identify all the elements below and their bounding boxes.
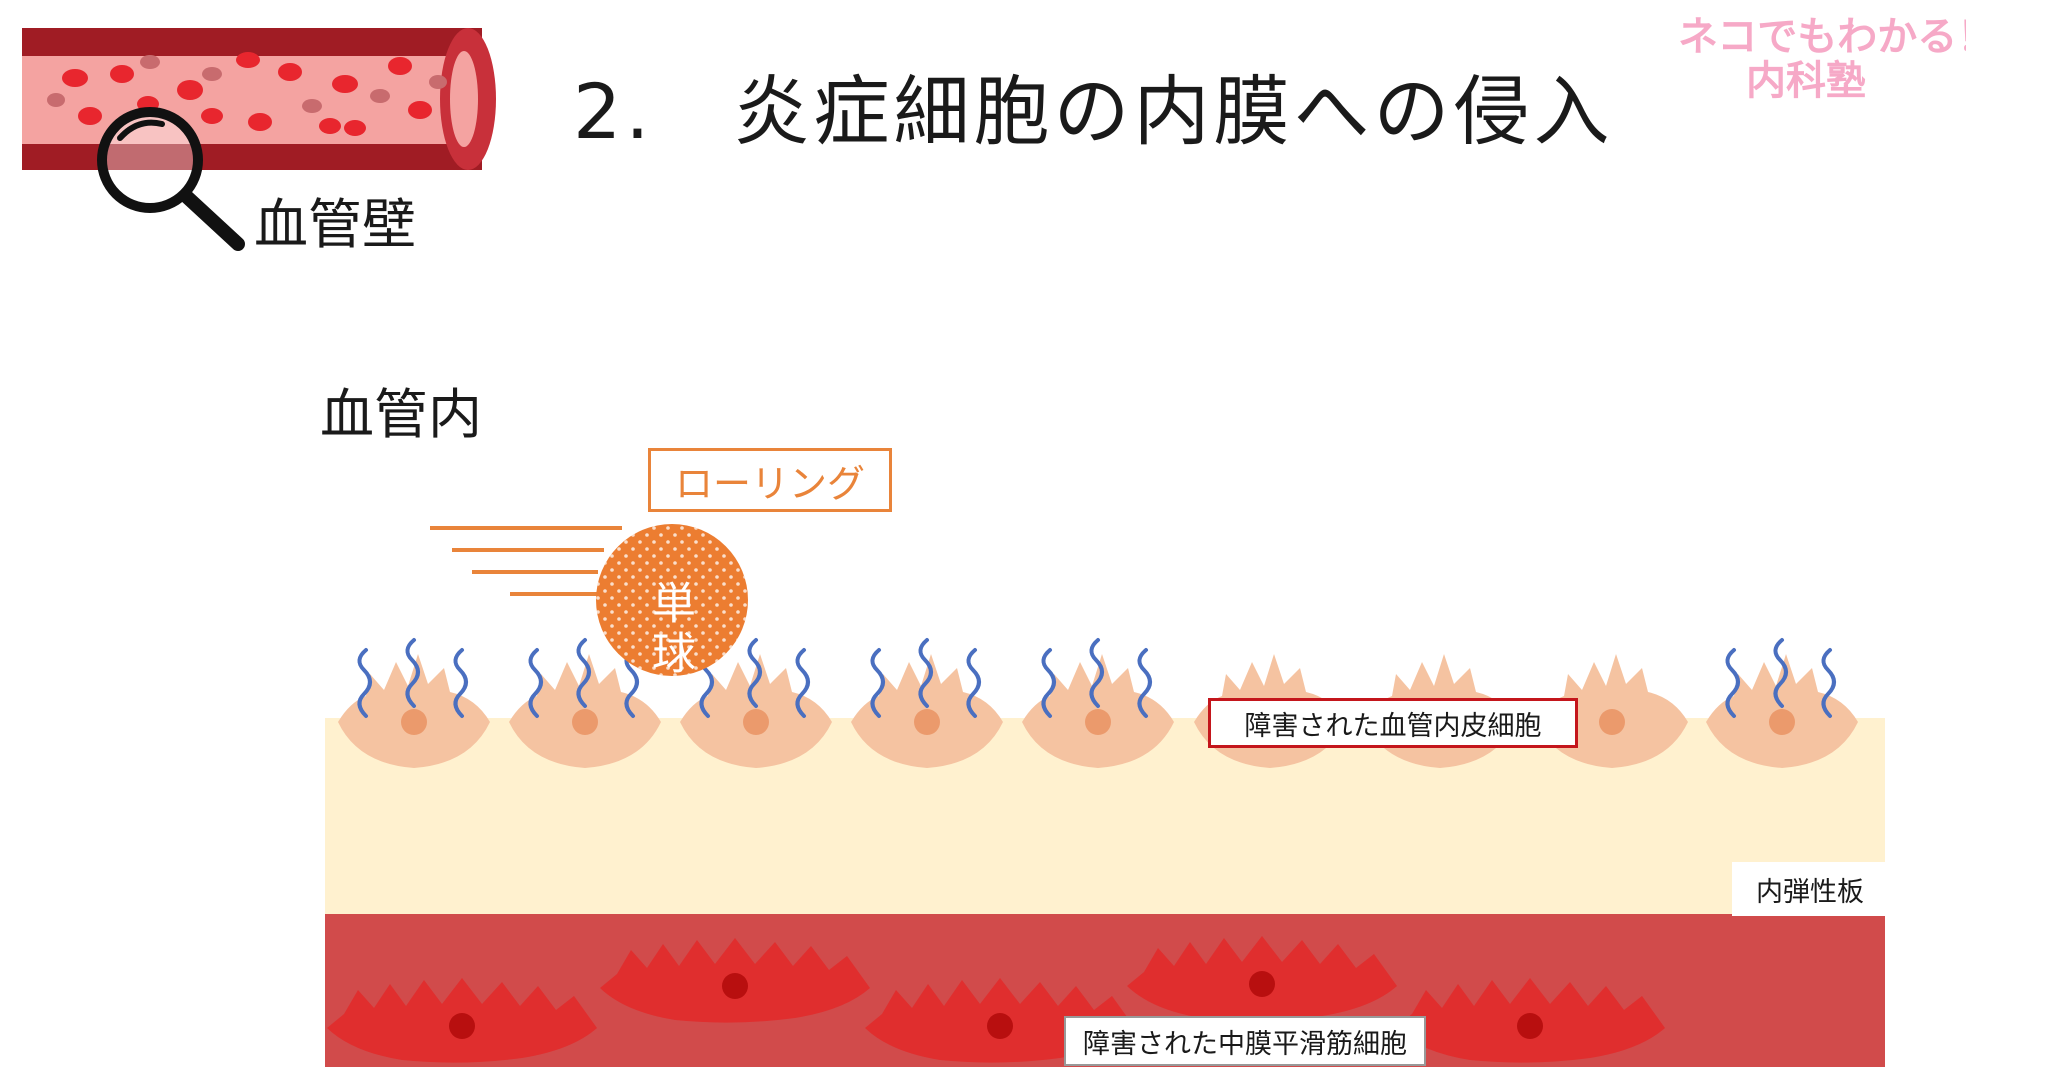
cell-nucleus <box>572 709 598 735</box>
adhesion-molecule <box>576 638 591 708</box>
adhesion-molecule <box>1041 648 1056 718</box>
monocyte-label: 単球 <box>644 580 695 680</box>
rolling-label: ローリング <box>648 448 892 512</box>
cell-nucleus <box>1085 709 1111 735</box>
adhesion-molecule <box>405 638 420 708</box>
monocyte <box>596 524 748 676</box>
damaged-smooth-muscle-label: 障害された中膜平滑筋細胞 <box>1064 1016 1426 1066</box>
smc-nucleus <box>987 1013 1013 1039</box>
adhesion-molecule <box>1137 648 1152 718</box>
damaged-endothelium-label: 障害された血管内皮細胞 <box>1208 698 1578 748</box>
adhesion-molecule <box>747 638 762 708</box>
adhesion-molecule <box>795 648 810 718</box>
magnifier-icon <box>97 107 245 251</box>
smc-nucleus <box>1517 1013 1543 1039</box>
cell-nucleus <box>743 709 769 735</box>
motion-lines <box>430 526 622 596</box>
logo-line1: ネコでもわかる！ <box>1678 14 1966 60</box>
adhesion-molecule <box>1821 648 1836 718</box>
blood-vessel-icon <box>22 28 496 170</box>
site-logo: ネコでもわかる！ 内科塾 <box>1678 14 1966 102</box>
adhesion-molecule <box>1089 638 1104 708</box>
cell-nucleus <box>401 709 427 735</box>
adhesion-molecule <box>966 648 981 718</box>
vessel-wall-label: 血管壁 <box>254 193 416 256</box>
adhesion-molecule <box>918 638 933 708</box>
page-title: 2. 炎症細胞の内膜への侵入 <box>573 67 1614 156</box>
cell-nucleus <box>1769 709 1795 735</box>
smc-nucleus <box>449 1013 475 1039</box>
adhesion-molecule <box>453 648 468 718</box>
cell-nucleus <box>1599 709 1625 735</box>
smc-nucleus <box>1249 971 1275 997</box>
logo-line2: 内科塾 <box>1746 58 1866 102</box>
internal-elastic-lamina-label: 内弾性板 <box>1732 862 1888 916</box>
endothelial-cell-row <box>338 638 1858 768</box>
adhesion-molecule <box>528 648 543 718</box>
adhesion-molecule <box>1725 648 1740 718</box>
adhesion-molecule <box>1773 638 1788 708</box>
adhesion-molecule <box>870 648 885 718</box>
cell-nucleus <box>914 709 940 735</box>
adhesion-molecule <box>357 648 372 718</box>
lumen-label: 血管内 <box>320 383 482 446</box>
smc-nucleus <box>722 973 748 999</box>
smooth-muscle-cell-row <box>327 936 1665 1063</box>
